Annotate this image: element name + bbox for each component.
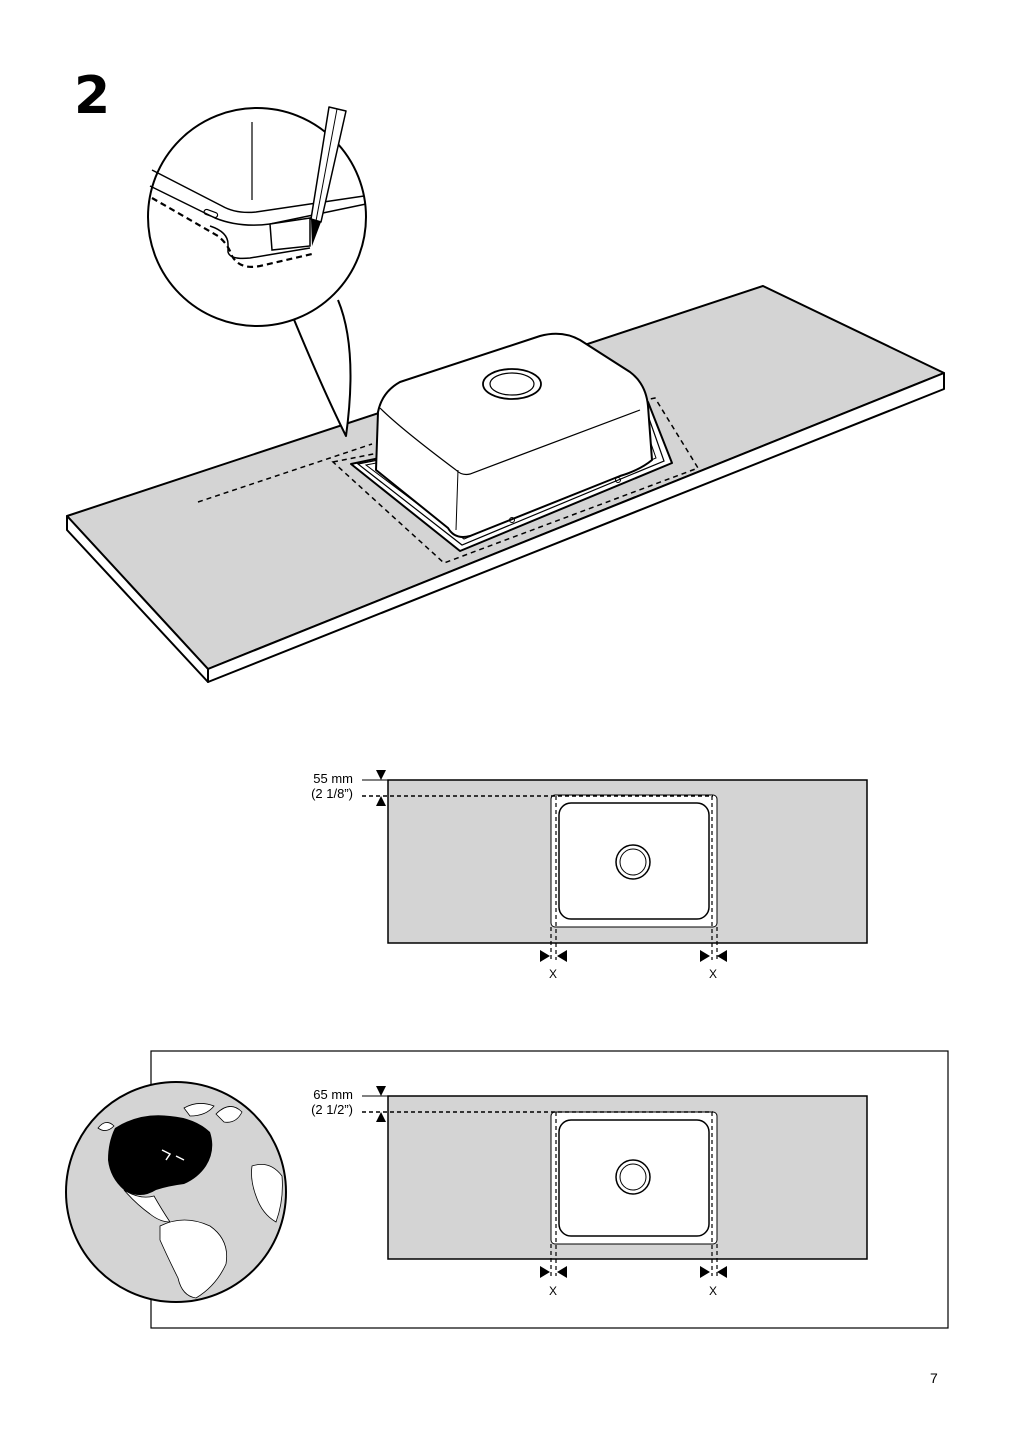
diagram1-x-left: X	[549, 967, 558, 981]
diagram2-x-left: X	[549, 1284, 558, 1298]
detail-callout	[147, 106, 367, 437]
diagram1-dimension-in: (2 1/8”)	[311, 786, 353, 801]
step-number: 2	[74, 66, 111, 126]
diagram2-dimension-in: (2 1/2”)	[311, 1102, 353, 1117]
page-number: 7	[930, 1370, 938, 1386]
top-view-diagram-2	[362, 1086, 868, 1278]
diagram1-x-right: X	[709, 967, 718, 981]
diagram2-x-right: X	[709, 1284, 718, 1298]
diagram2-dimension-mm: 65 mm	[313, 1087, 353, 1102]
diagram1-dimension-mm: 55 mm	[313, 771, 353, 786]
sink-body	[375, 332, 653, 538]
top-view-diagram-1	[362, 770, 868, 962]
north-america-globe-icon	[65, 1081, 287, 1303]
